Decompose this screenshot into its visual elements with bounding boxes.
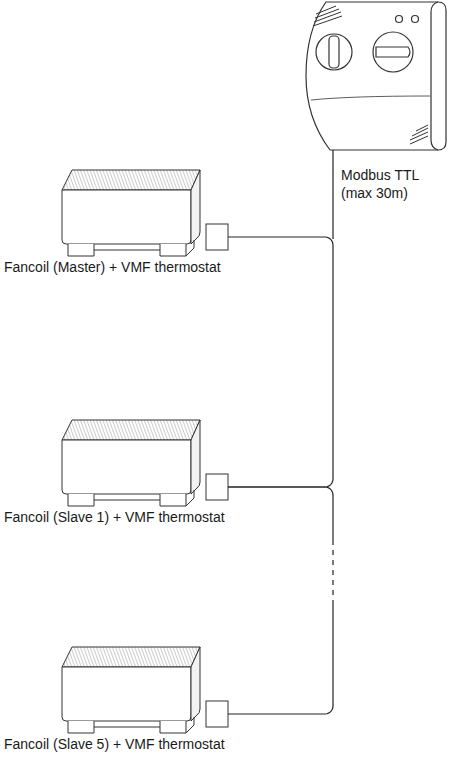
fancoil-node: Fancoil (Master) + VMF thermostat bbox=[4, 166, 228, 276]
fancoil-unit bbox=[62, 170, 228, 256]
dashed-gap bbox=[331, 545, 335, 600]
modbus-wire bbox=[228, 237, 333, 487]
fancoil-node: Fancoil (Slave 5) + VMF thermostat bbox=[4, 643, 228, 753]
fancoil-node: Fancoil (Slave 1) + VMF thermostat bbox=[4, 416, 228, 526]
thermostat bbox=[306, 2, 446, 239]
modbus-wire bbox=[228, 487, 333, 714]
bus-label: Modbus TTL (max 30m) bbox=[341, 166, 423, 202]
unit-caption: Fancoil (Master) + VMF thermostat bbox=[4, 258, 221, 276]
unit-caption: Fancoil (Slave 5) + VMF thermostat bbox=[4, 735, 225, 753]
fancoil-unit bbox=[62, 420, 228, 506]
fancoil-unit bbox=[62, 647, 228, 733]
unit-caption: Fancoil (Slave 1) + VMF thermostat bbox=[4, 508, 225, 526]
